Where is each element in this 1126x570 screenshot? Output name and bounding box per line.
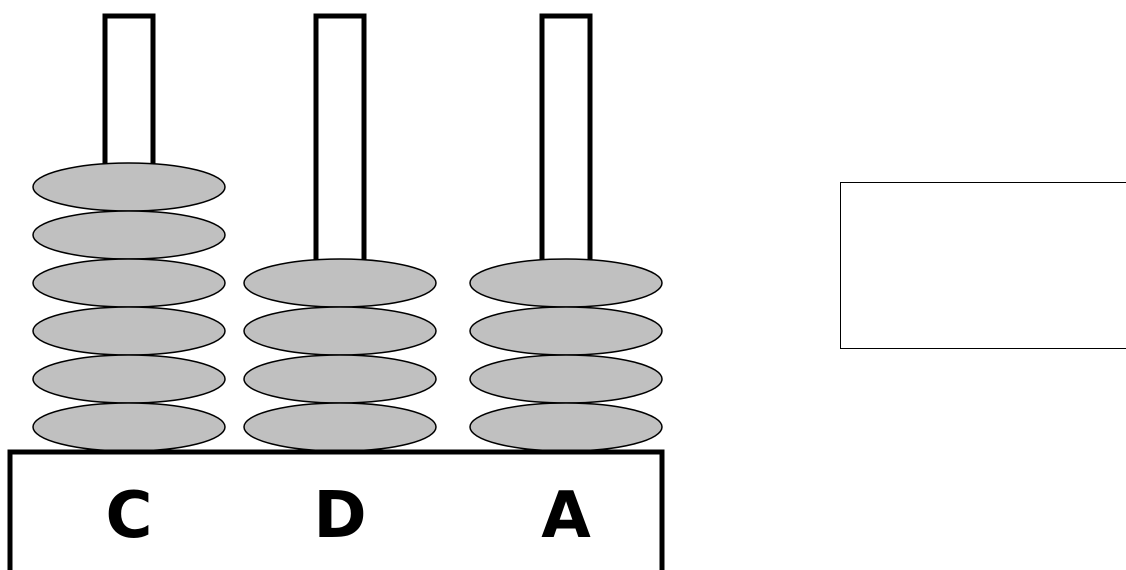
rod-c <box>102 13 156 170</box>
place-label-a: A <box>541 479 591 553</box>
answer-box[interactable] <box>840 182 1126 349</box>
bead-d <box>243 354 437 404</box>
bead-d <box>243 258 437 308</box>
bead-d <box>243 402 437 452</box>
bead-c <box>32 258 226 308</box>
bead-a <box>469 258 663 308</box>
bead-a <box>469 306 663 356</box>
bead-c <box>32 306 226 356</box>
rod-d <box>313 13 367 266</box>
rods-layer <box>102 13 593 266</box>
bead-c <box>32 402 226 452</box>
bead-a <box>469 402 663 452</box>
place-label-d: D <box>313 479 366 553</box>
rod-a <box>539 13 593 266</box>
abacus-base <box>7 449 665 570</box>
bead-a <box>469 354 663 404</box>
bead-d <box>243 306 437 356</box>
beads-layer <box>32 162 663 452</box>
bead-c <box>32 210 226 260</box>
bead-c <box>32 354 226 404</box>
place-label-c: C <box>106 479 153 553</box>
bead-c <box>32 162 226 212</box>
